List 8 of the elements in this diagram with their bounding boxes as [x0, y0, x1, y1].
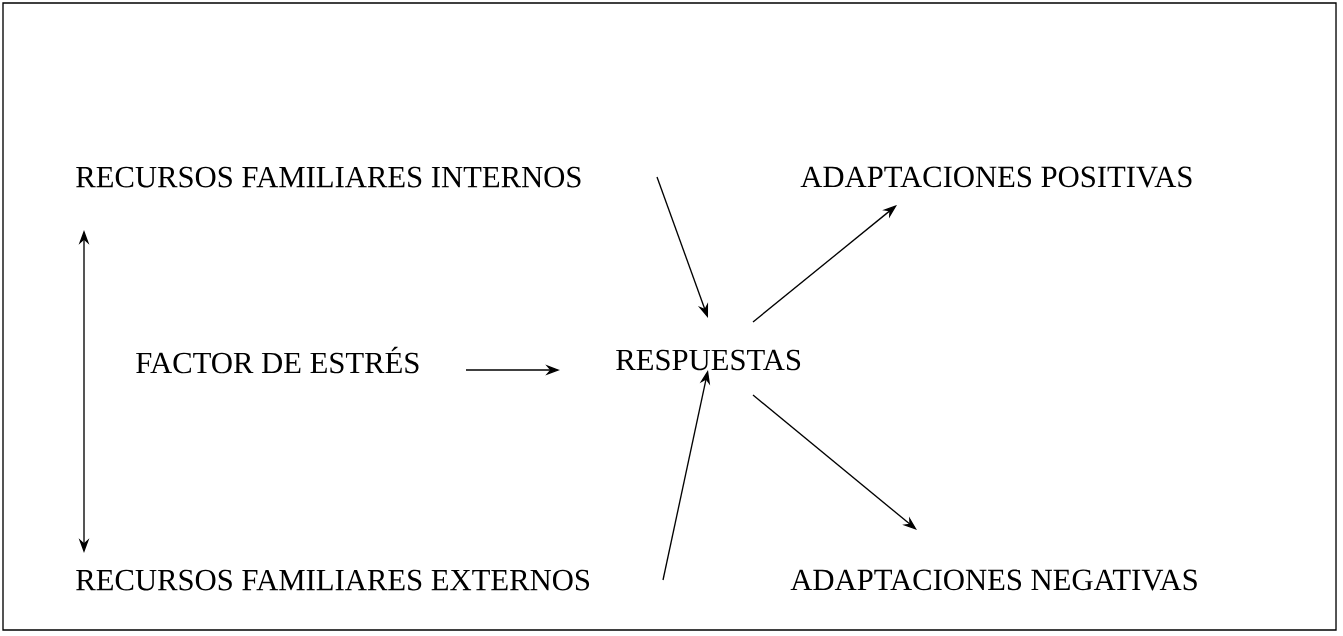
- label-text: RECURSOS FAMILIARES EXTERNOS: [76, 569, 590, 591]
- label-text: ADAPTACIONES NEGATIVAS: [790, 569, 1197, 591]
- label-text: ADAPTACIONES POSITIVAS: [800, 166, 1192, 188]
- arrow: [752, 394, 917, 530]
- label-text: FACTOR DE ESTRÉS: [136, 346, 419, 374]
- label-text: RESPUESTAS: [616, 349, 801, 371]
- label-text: RECURSOS FAMILIARES INTERNOS: [76, 166, 581, 188]
- arrow: [752, 205, 897, 323]
